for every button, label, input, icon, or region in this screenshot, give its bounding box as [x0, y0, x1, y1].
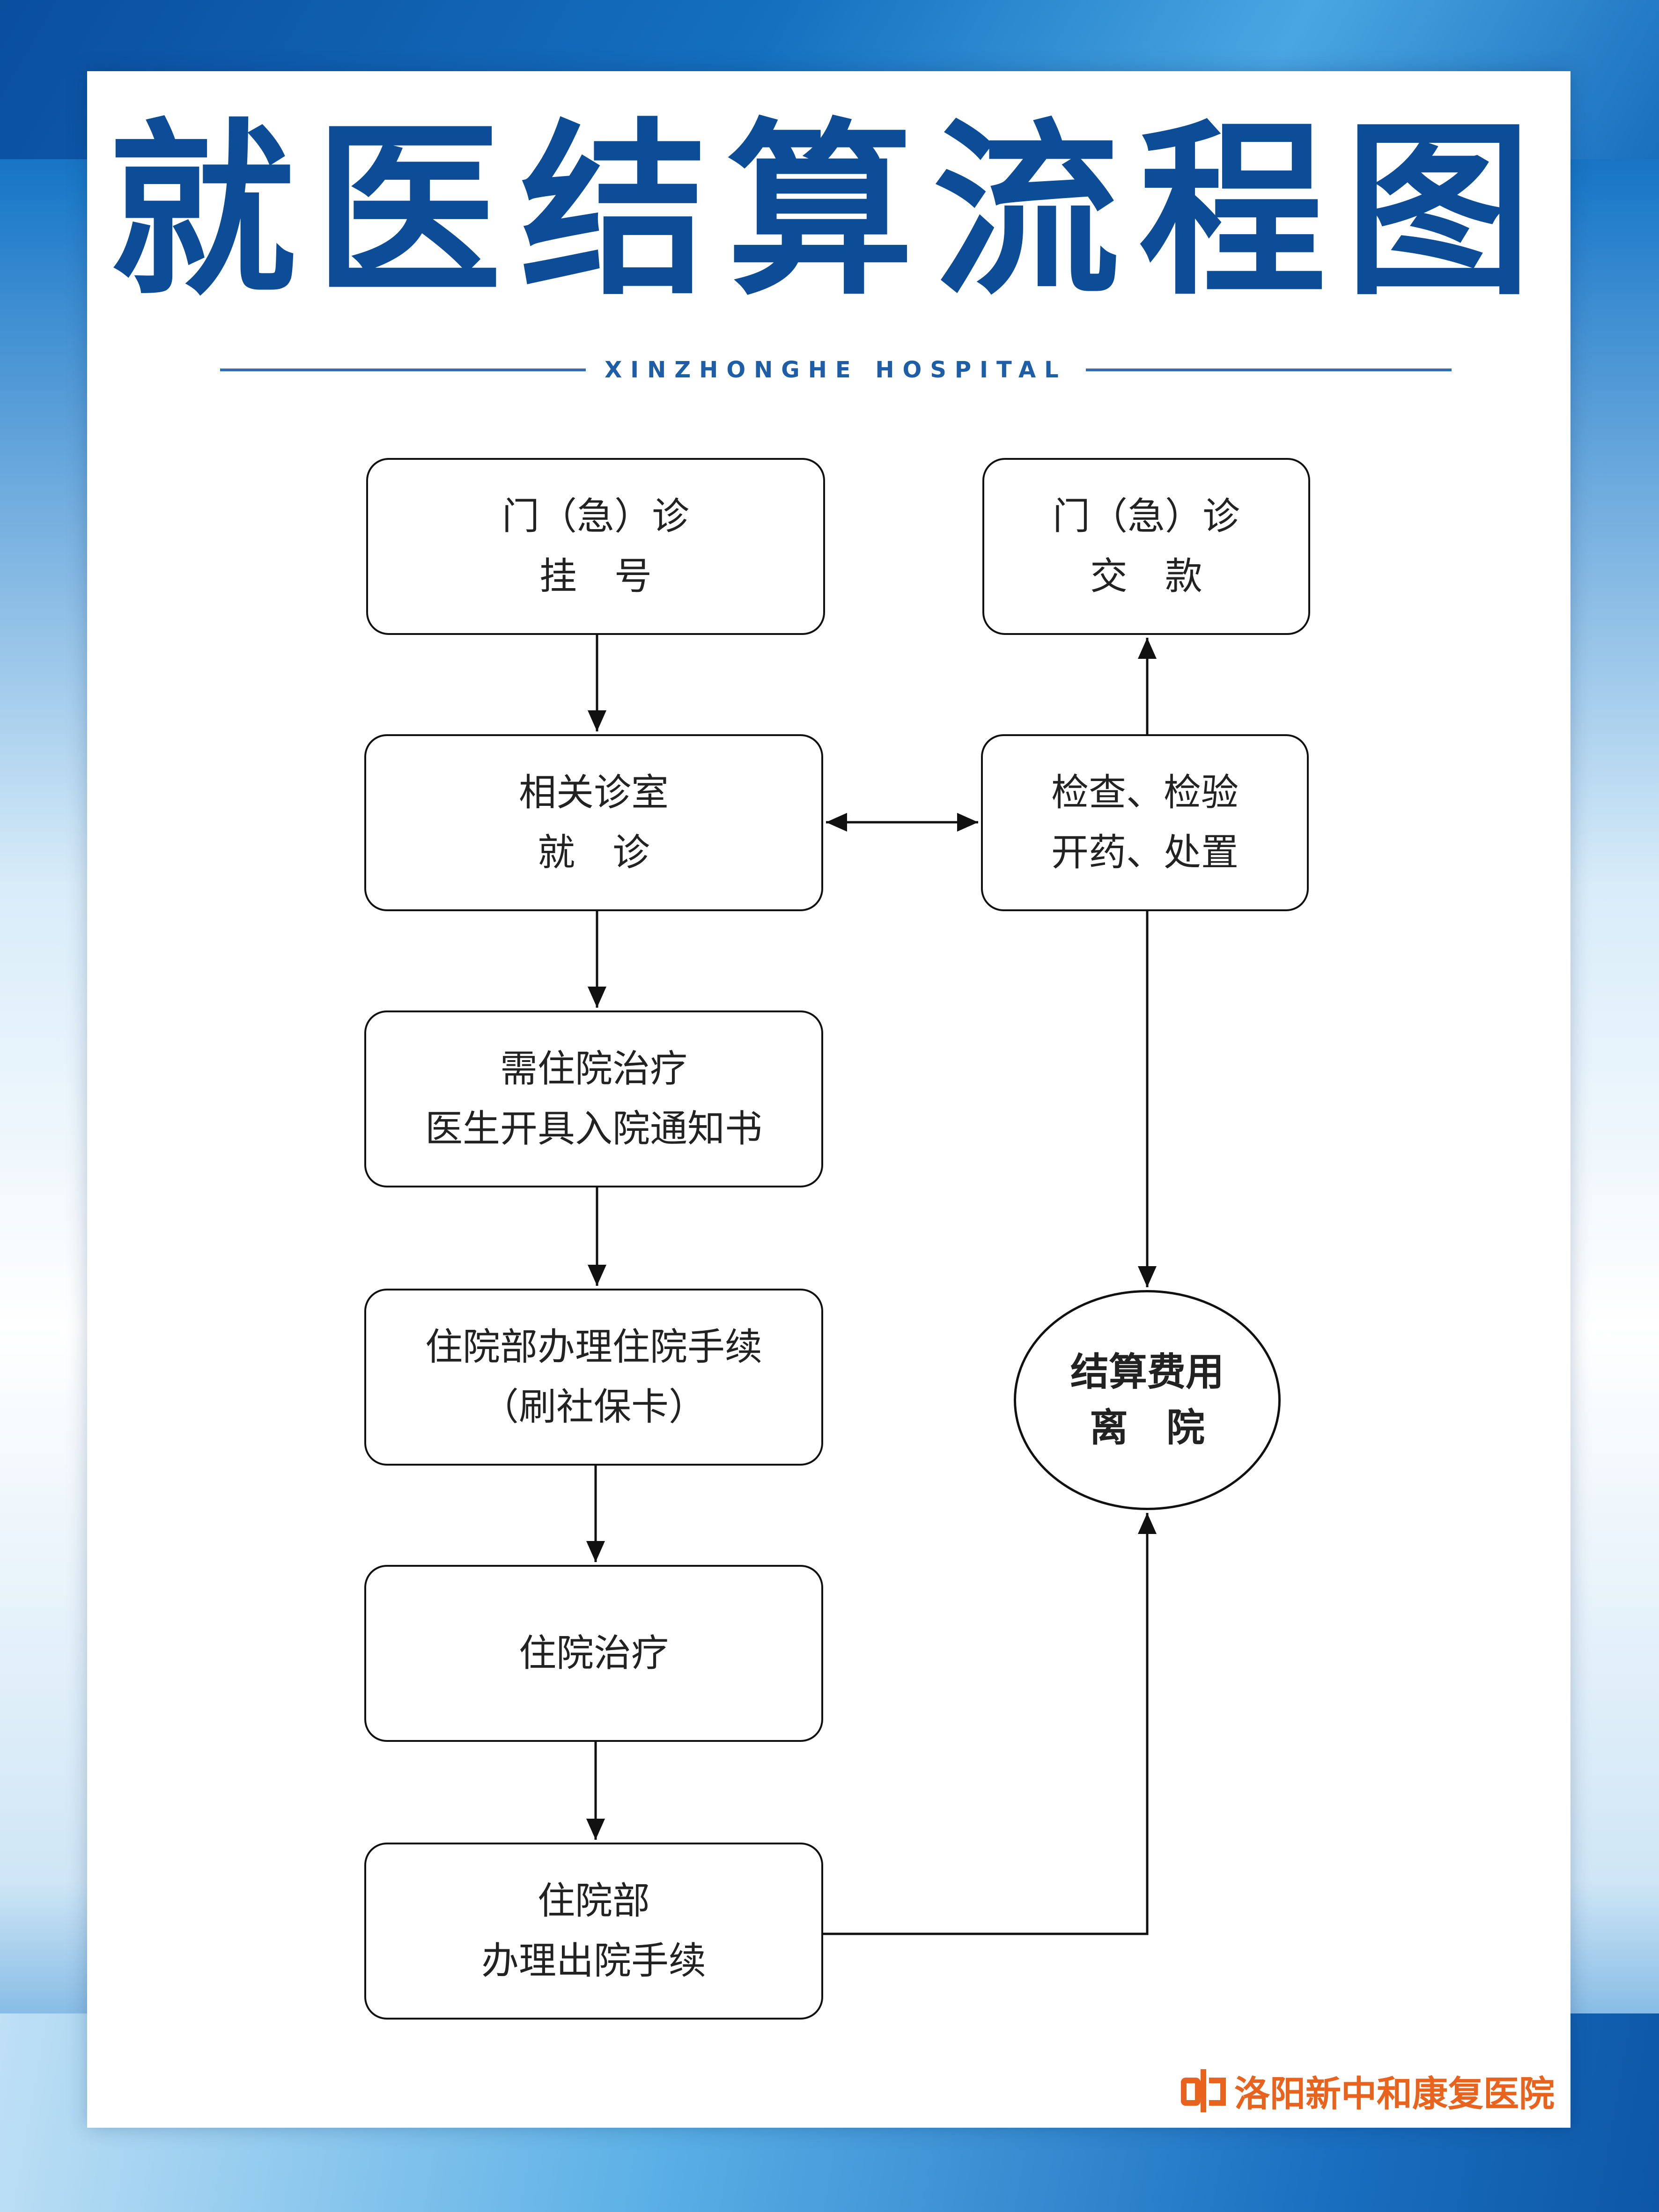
- box-text-line: 交 款: [1090, 554, 1202, 598]
- box-discharge-procedure: 住院部 办理出院手续: [364, 1843, 823, 2020]
- box-text-line: 医生开具入院通知书: [425, 1107, 762, 1150]
- box-text-line: 相关诊室: [519, 771, 669, 814]
- box-admission-procedure: 住院部办理住院手续 （刷社保卡）: [364, 1289, 823, 1466]
- box-text-line: 开药、处置: [1051, 831, 1239, 874]
- box-text-line: （刷社保卡）: [481, 1385, 706, 1429]
- box-clinic-visit: 相关诊室 就 诊: [364, 734, 823, 911]
- box-text-line: 就 诊: [538, 831, 650, 874]
- box-text-line: 门（急）诊: [502, 494, 689, 538]
- box-inpatient-treatment: 住院治疗: [364, 1565, 823, 1742]
- circle-text-line: 离 院: [1089, 1405, 1205, 1450]
- box-text-line: 门（急）诊: [1053, 494, 1240, 538]
- box-outpatient-register: 门（急）诊 挂 号: [366, 458, 825, 635]
- hospital-logo: 洛阳新中和康复医院: [1180, 2060, 1555, 2121]
- box-text-line: 检查、检验: [1051, 771, 1239, 814]
- circle-settle-discharge: 结算费用 离 院: [1014, 1290, 1281, 1510]
- subtitle-line-left: [220, 369, 586, 371]
- box-text-line: 住院治疗: [519, 1631, 669, 1675]
- box-text-line: 需住院治疗: [500, 1047, 687, 1091]
- hospital-subtitle: XINZHONGHE HOSPITAL: [605, 357, 1067, 383]
- box-text-line: 住院部: [538, 1879, 650, 1923]
- hospital-logo-icon: [1181, 2069, 1226, 2112]
- hospital-logo-text: 洛阳新中和康复医院: [1234, 2073, 1555, 2115]
- box-text-line: 住院部办理住院手续: [425, 1325, 762, 1369]
- box-exam-prescribe: 检查、检验 开药、处置: [981, 734, 1309, 911]
- box-inpatient-notice: 需住院治疗 医生开具入院通知书: [364, 1010, 823, 1187]
- page-title: 就医结算流程图: [108, 101, 1551, 321]
- box-outpatient-payment: 门（急）诊 交 款: [982, 458, 1310, 635]
- box-text-line: 办理出院手续: [481, 1939, 706, 1983]
- subtitle-line-right: [1085, 369, 1452, 371]
- box-text-line: 挂 号: [539, 554, 652, 598]
- circle-text-line: 结算费用: [1070, 1349, 1224, 1395]
- subtitle-row: XINZHONGHE HOSPITAL: [220, 356, 1452, 384]
